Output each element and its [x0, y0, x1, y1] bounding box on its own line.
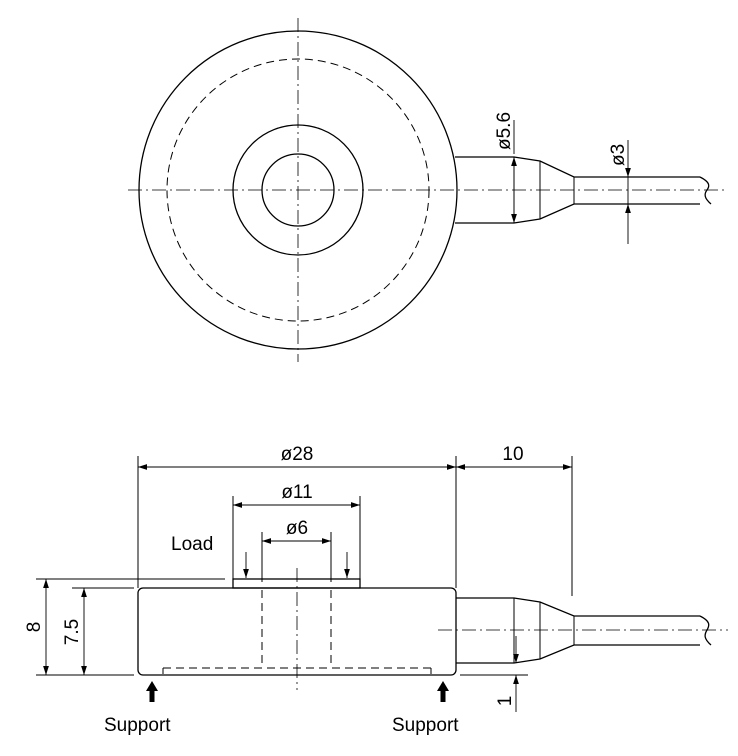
support-left-label: Support: [104, 715, 171, 736]
dim-8-label: 8: [24, 622, 45, 633]
dim-56-label: ø5.6: [494, 112, 515, 150]
cable-gland-bottom-edge: [455, 203, 700, 224]
dim-11-label: ø11: [281, 482, 312, 503]
support-right-label: Support: [392, 715, 459, 736]
top-view: ø5.6 ø3: [128, 18, 728, 362]
outer-body-circle: [138, 30, 458, 350]
support-arrow-left: [146, 681, 158, 702]
side-gland-bottom-edge: [456, 644, 700, 664]
boss-circle: [232, 124, 364, 256]
load-boss: [232, 578, 361, 589]
dim-10-label: 10: [502, 444, 523, 465]
side-gland-top-edge: [456, 597, 700, 617]
dim-6-label: ø6: [286, 518, 308, 539]
cable-break-mark: [699, 176, 712, 205]
cable-gland-top-edge: [455, 156, 700, 178]
load-label: Load: [171, 534, 213, 555]
support-arrow-right: [437, 681, 449, 702]
bore-circle: [261, 153, 335, 227]
side-cable-break-mark: [699, 615, 712, 646]
dim-3-label: ø3: [608, 144, 629, 166]
dim-75-label: 7.5: [62, 619, 83, 645]
side-view: ø28 10 ø11 ø6 Load 8 7.5: [24, 444, 728, 736]
hidden-recess-circle: [166, 58, 430, 322]
dim-28-label: ø28: [281, 444, 314, 465]
dim-1-label: 1: [495, 696, 516, 707]
